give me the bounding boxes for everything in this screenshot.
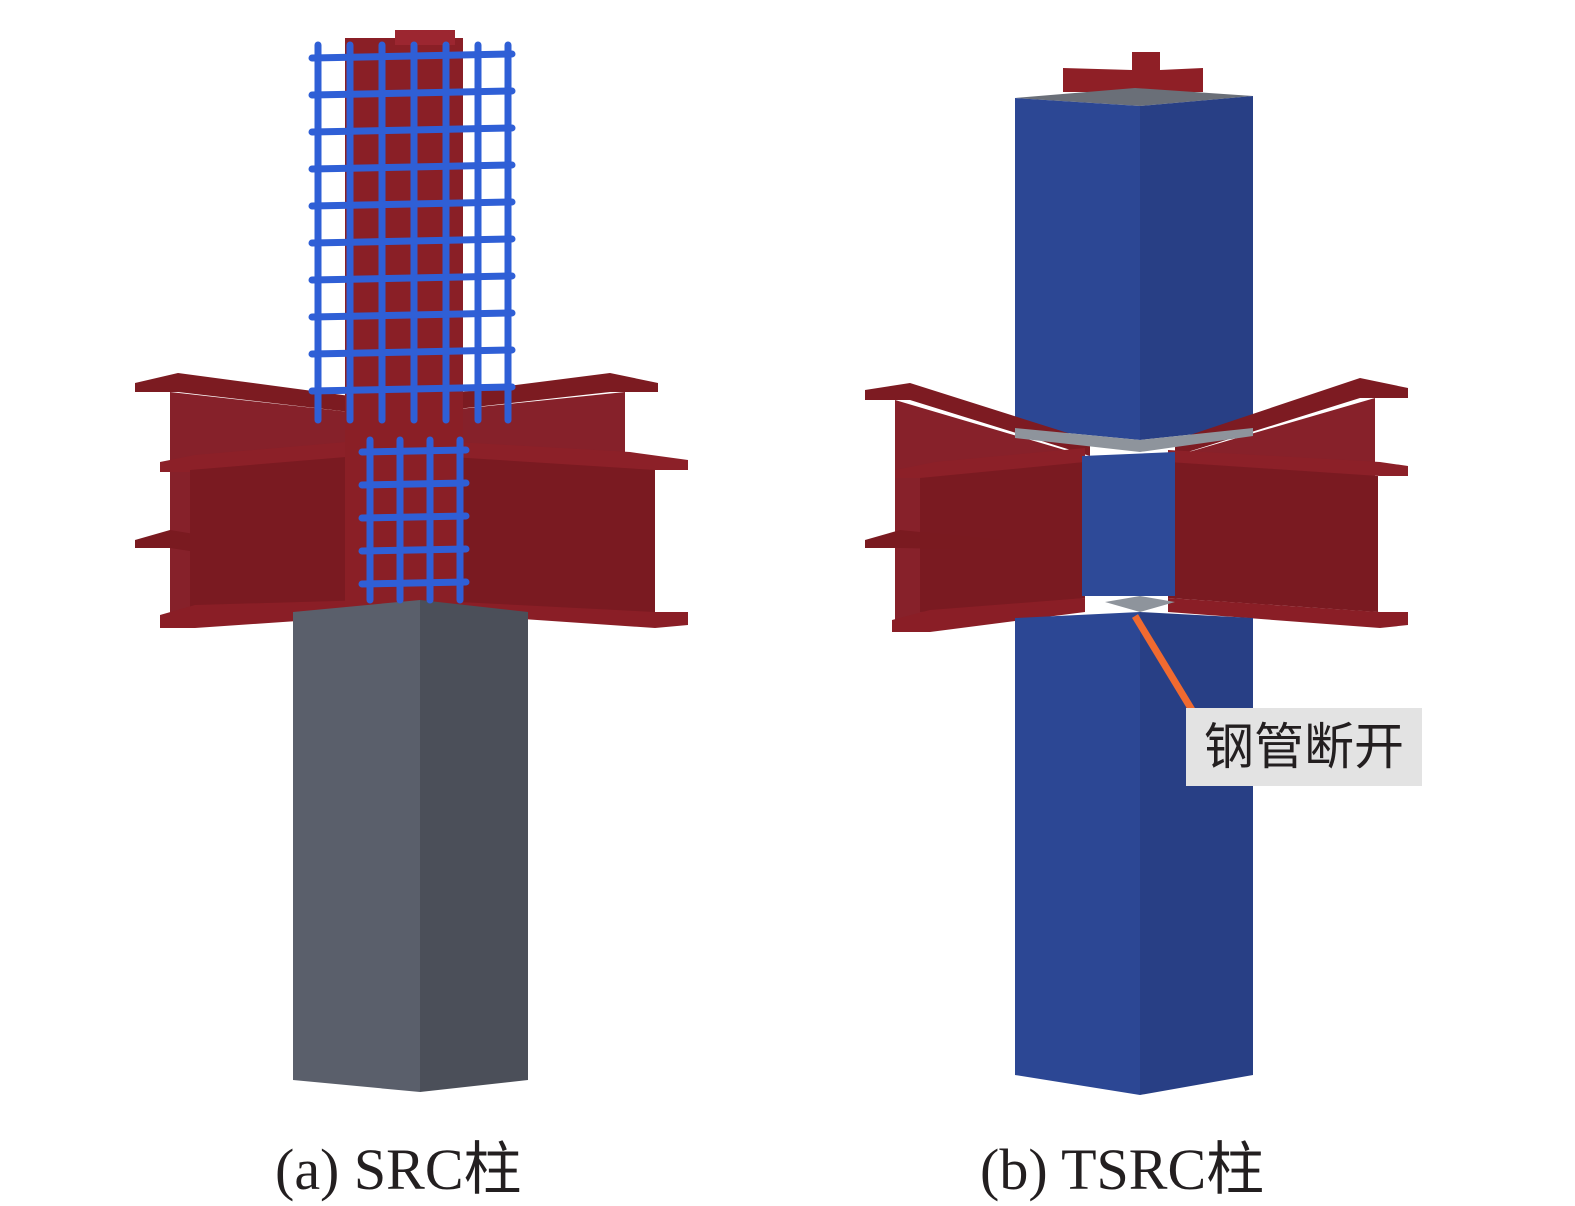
beam-b-right-front-flange [1168,450,1408,476]
steel-tube-upper-side [1140,96,1253,440]
rebar-bar [358,479,470,489]
rebar-bar [308,161,516,173]
rebar-bar [308,124,516,136]
rebar-bar [358,545,470,555]
panel-a-src-column [135,30,688,1092]
steel-tube-upper-top-face [1015,88,1253,106]
concrete-column-front [293,600,420,1092]
beam-left-front-web [190,455,370,615]
callout-label-tube-break: 钢管断开 [1186,708,1422,786]
beam-b-left-front-bottom-flange [892,598,1085,632]
beam-right-bottom-flange [420,600,688,628]
rebar-bar [308,235,516,247]
steel-section-top [1063,52,1203,92]
tube-gap-lower [1105,596,1175,612]
panel-b-tsrc-column [865,52,1408,1095]
rebar-bar [358,578,470,588]
steel-core-top [395,30,455,45]
beam-b-left-front-web [920,462,1085,612]
rebar-bar [358,446,470,456]
callout-leader-line [1132,614,1195,712]
rebar-bar [308,383,516,395]
beam-right-front-flange [420,440,688,470]
rebar-bar [308,309,516,321]
steel-tube-lower-front [1015,612,1140,1095]
beam-right-front-web [420,455,655,620]
beam-b-left-bottom-flange [865,530,1000,550]
rebar-cage [308,41,516,604]
beam-b-right-front-web [1168,462,1378,612]
rebar-bar [308,272,516,284]
beam-left-top-flange [135,373,350,412]
rebar-bar [308,87,516,99]
concrete-column-side [420,600,528,1092]
beam-b-left-front-flange [895,448,1085,478]
beam-right-top-flange [430,373,658,412]
beam-left-front-flange [160,440,370,472]
tube-gap-upper [1015,428,1253,452]
rebar-bar [308,198,516,210]
rebar-bar [308,50,516,62]
steel-tube-upper-front [1015,98,1140,440]
beam-b-right-bottom-flange [1168,598,1408,628]
rebar-bar [308,346,516,358]
steel-tube-lower-side [1140,612,1253,1095]
caption-panel-b: (b) TSRC柱 [980,1137,1265,1202]
rebar-bar [358,512,470,522]
beam-left-front-bottom-flange [160,600,370,628]
caption-panel-a: (a) SRC柱 [275,1137,522,1202]
tube-joint-block [1082,452,1175,596]
